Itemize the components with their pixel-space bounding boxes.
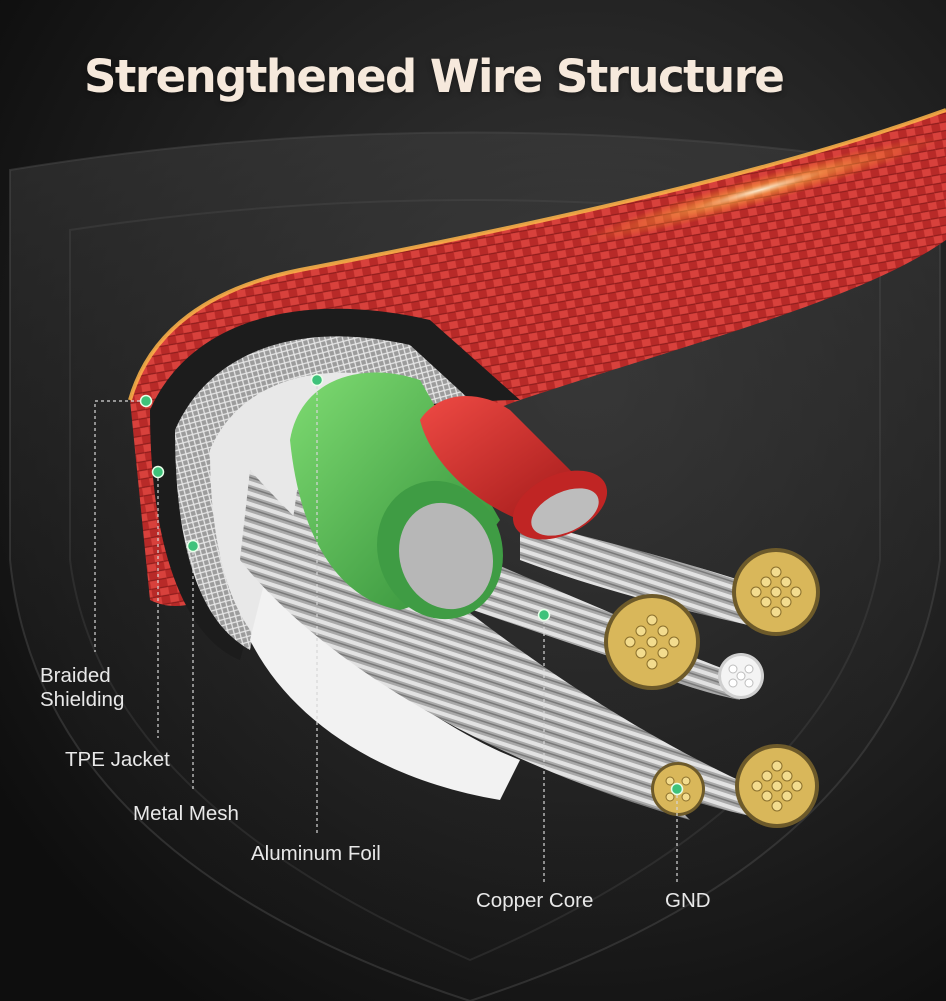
label-aluminum-foil: Aluminum Foil (251, 842, 381, 865)
marker-gnd (670, 782, 684, 796)
label-tpe-jacket: TPE Jacket (65, 748, 170, 771)
marker-metal-mesh (186, 539, 200, 553)
page-title: Strengthened Wire Structure (84, 50, 785, 103)
label-gnd: GND (665, 889, 711, 912)
label-braided-shielding: Braided Shielding (40, 664, 125, 711)
label-metal-mesh: Metal Mesh (133, 802, 239, 825)
label-copper-core: Copper Core (476, 889, 594, 912)
marker-tpe-jacket (151, 465, 165, 479)
marker-copper-core (537, 608, 551, 622)
copper-core-ends (604, 548, 820, 828)
callout-lines (94, 380, 678, 882)
marker-aluminum-foil (310, 373, 324, 387)
marker-braided-shielding (139, 394, 153, 408)
